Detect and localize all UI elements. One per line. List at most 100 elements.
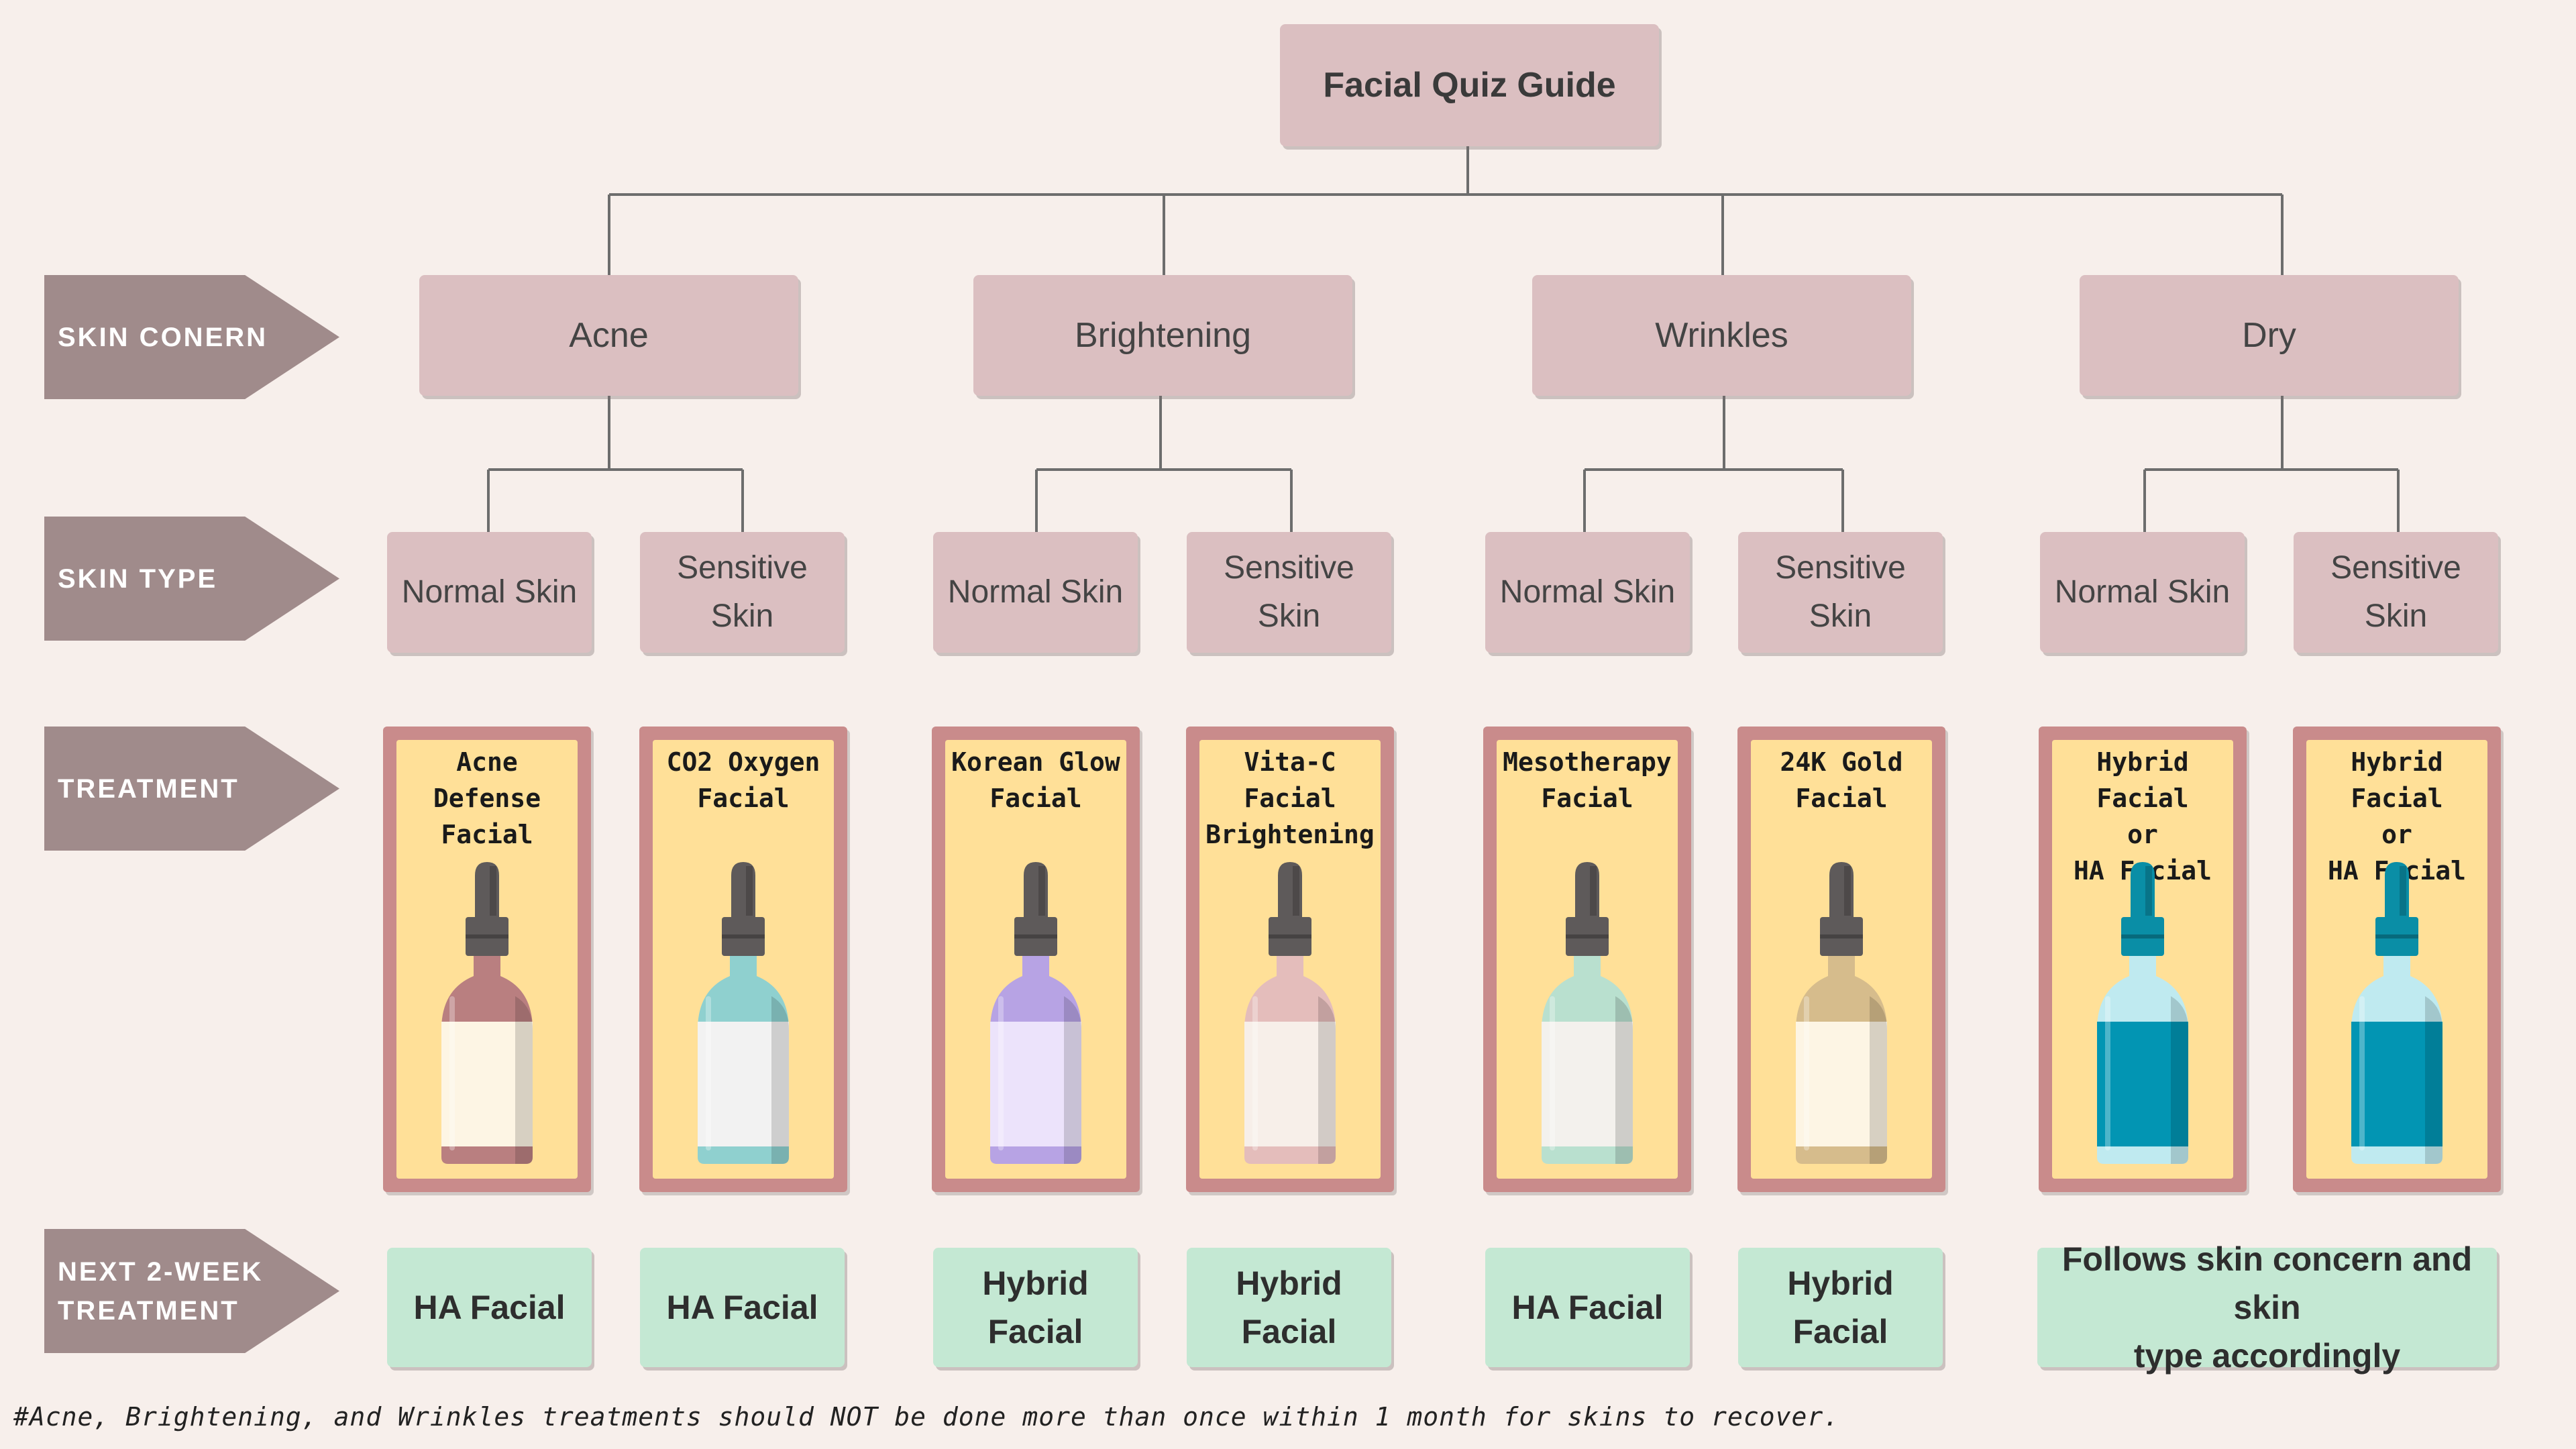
concern-box-brightening: Brightening <box>973 275 1352 396</box>
type-label: Normal Skin <box>947 574 1124 610</box>
dropper-bulb <box>1575 862 1599 917</box>
dropper-bulb-shade <box>1844 866 1851 916</box>
next-treatment-wrinkles-sensitive: Hybrid Facial <box>1738 1248 1943 1367</box>
dropper-collar-ring <box>466 934 508 938</box>
bottle-shade <box>1318 996 1336 1164</box>
treatment-name: CO2 Oxygen Facial <box>666 747 820 813</box>
dropper-collar <box>1566 917 1609 956</box>
next-treatment-wrinkles-normal: HA Facial <box>1485 1248 1690 1367</box>
bottle-highlight <box>1550 996 1555 1150</box>
treatment-card-wrinkles-sensitive: 24K Gold Facial <box>1737 727 1945 1192</box>
row-label-next-treatment-line1: NEXT 2-WEEK <box>58 1256 264 1287</box>
dropper-bulb <box>1278 862 1302 917</box>
dropper-bulb <box>1829 862 1854 917</box>
treatment-card-inner: Vita-C Facial Brightening <box>1199 740 1381 1179</box>
row-label-treatment-text: TREATMENT <box>58 773 239 804</box>
treatment-name: Korean Glow Facial <box>951 747 1120 813</box>
treatment-name: 24K Gold Facial <box>1780 747 1903 813</box>
dropper-collar <box>1820 917 1863 956</box>
next-treatment-dry-line2: type accordingly <box>2133 1337 2401 1375</box>
dropper-bulb <box>2131 862 2155 917</box>
dropper-bulb-shade <box>1590 866 1597 916</box>
type-label-line2: Skin <box>1257 598 1321 634</box>
dropper-bulb <box>475 862 499 917</box>
concern-label: Acne <box>569 316 649 355</box>
type-label-line1: Sensitive <box>2330 550 2461 586</box>
next-treatment-label: Hybrid Facial <box>982 1265 1089 1350</box>
dropper-bulb-shade <box>2145 866 2152 916</box>
dropper-bulb <box>731 862 755 917</box>
treatment-name: Acne Defense Facial <box>433 747 541 849</box>
bottle-highlight <box>2105 996 2110 1150</box>
treatment-card-brightening-sensitive: Vita-C Facial Brightening <box>1186 727 1394 1192</box>
type-label: Normal Skin <box>401 574 578 610</box>
next-treatment-label: Hybrid Facial <box>1236 1265 1342 1350</box>
treatment-card-wrinkles-normal: Mesotherapy Facial <box>1483 727 1691 1192</box>
dropper-collar-ring <box>1566 934 1609 938</box>
bottle-shade <box>2171 996 2188 1164</box>
type-label-line2: Skin <box>2364 598 2428 634</box>
serum-bottle-icon <box>2097 862 2188 1164</box>
type-label-line2: Skin <box>710 598 774 634</box>
bottle-label <box>2351 1022 2443 1146</box>
treatment-card-inner: Mesotherapy Facial <box>1497 740 1678 1179</box>
bottle-label <box>2097 1022 2188 1146</box>
next-treatment-dry: Follows skin concern and skin type accor… <box>2037 1240 2497 1375</box>
concern-box-dry: Dry <box>2080 275 2459 396</box>
serum-bottle-icon <box>1542 862 1633 1164</box>
dropper-collar <box>2375 917 2418 956</box>
type-label-line1: Sensitive <box>1224 550 1354 586</box>
next-treatment-label: Hybrid Facial <box>1787 1265 1894 1350</box>
dropper-collar-ring <box>722 934 765 938</box>
next-treatment-dry-line1: Follows skin concern and skin <box>2061 1240 2473 1326</box>
dropper-collar <box>2121 917 2164 956</box>
dropper-bulb <box>2385 862 2409 917</box>
bottle-label <box>1244 1022 1336 1146</box>
dropper-collar <box>1014 917 1057 956</box>
dropper-collar <box>1269 917 1311 956</box>
serum-bottle-icon <box>1244 862 1336 1164</box>
bottle-label <box>698 1022 789 1146</box>
type-label: Normal Skin <box>2054 574 2231 610</box>
treatment-card-inner: Hybrid Facial or HA Facial <box>2052 740 2233 1179</box>
next-treatment-brightening-sensitive: Hybrid Facial <box>1187 1248 1391 1367</box>
type-label-line1: Sensitive <box>1775 550 1906 586</box>
treatment-name: Vita-C Facial Brightening <box>1205 747 1375 849</box>
dropper-bulb-shade <box>1293 866 1299 916</box>
type-box-dry-normal: Normal Skin <box>2040 532 2245 653</box>
bottle-highlight <box>449 996 455 1150</box>
dropper-collar-ring <box>2121 934 2164 938</box>
bottle-highlight <box>1804 996 1809 1150</box>
concern-label: Wrinkles <box>1655 316 1788 355</box>
dropper-bulb-shade <box>2400 866 2406 916</box>
row-label-skin-concern-text: SKIN CONERN <box>58 322 268 352</box>
treatment-card-dry-normal: Hybrid Facial or HA Facial <box>2039 727 2247 1192</box>
treatment-name: Mesotherapy Facial <box>1503 747 1672 813</box>
serum-bottle-icon <box>698 862 789 1164</box>
treatment-card-inner: 24K Gold Facial <box>1751 740 1932 1179</box>
bottle-highlight <box>998 996 1004 1150</box>
bottle-neck <box>2129 956 2156 976</box>
type-label-line2: Skin <box>1809 598 1872 634</box>
bottle-neck <box>1574 956 1601 976</box>
dropper-collar-ring <box>1820 934 1863 938</box>
serum-bottle-icon <box>441 862 533 1164</box>
row-label-next-treatment-line2: TREATMENT <box>58 1295 239 1326</box>
treatment-card-inner: CO2 Oxygen Facial <box>653 740 834 1179</box>
serum-bottle-icon <box>1796 862 1887 1164</box>
next-treatment-brightening-normal: Hybrid Facial <box>933 1248 1138 1367</box>
dropper-bulb-shade <box>490 866 496 916</box>
next-treatment-acne-sensitive: HA Facial <box>640 1248 845 1367</box>
bottle-shade <box>771 996 789 1164</box>
bottle-neck <box>1022 956 1049 976</box>
next-treatment-label: HA Facial <box>666 1289 818 1326</box>
concern-box-wrinkles: Wrinkles <box>1532 275 1911 396</box>
dropper-collar-ring <box>2375 934 2418 938</box>
treatment-card-dry-sensitive: Hybrid Facial or HA Facial <box>2293 727 2501 1192</box>
bottle-neck <box>2383 956 2410 976</box>
